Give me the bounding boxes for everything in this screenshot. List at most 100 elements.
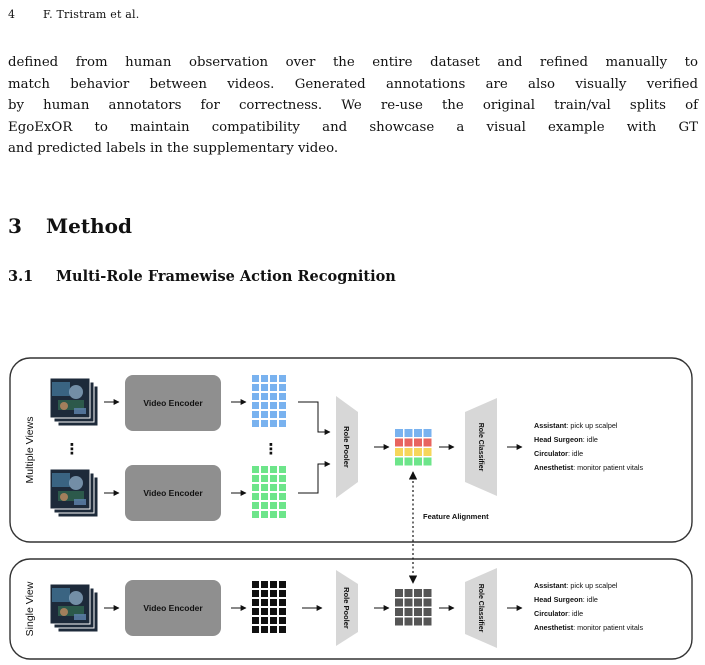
video-encoder-label: Video Encoder [143, 488, 203, 498]
feature-cell [252, 375, 259, 382]
prediction-line: Head Surgeon: idle [534, 435, 598, 444]
feature-cell [261, 617, 268, 624]
section-number: 3 [8, 214, 22, 238]
feature-cell [270, 375, 277, 382]
prediction-line: Anesthetist: monitor patient vitals [534, 623, 643, 632]
feature-cell [270, 411, 277, 418]
feature-cell [261, 375, 268, 382]
role-classifier-multi: Role Classifier [465, 398, 497, 496]
feature-cell [252, 493, 259, 500]
feature-cell [270, 420, 277, 427]
ellipsis-features: ⋮ [264, 441, 279, 458]
pooled-features-multi [395, 429, 432, 466]
prediction-line: Assistant: pick up scalpel [534, 421, 618, 430]
role-pooler-single: Role Pooler [336, 570, 358, 646]
feature-alignment-label: Feature Alignment [423, 512, 489, 521]
section-title: Method [46, 214, 132, 238]
pooled-cell [404, 608, 413, 616]
feature-cell [261, 466, 268, 473]
pooled-cell [414, 448, 422, 456]
pooled-cell [414, 617, 422, 626]
pooled-cell [395, 429, 403, 437]
feature-cell [270, 511, 277, 518]
pooled-cell [423, 598, 432, 607]
feature-cell [252, 617, 259, 624]
pooled-cell [404, 617, 413, 626]
feature-cell [261, 411, 268, 418]
video-frame [49, 468, 91, 510]
feature-cell [252, 402, 259, 409]
pooled-cell [404, 589, 413, 597]
feature-cell [279, 484, 286, 491]
feature-cell [270, 502, 277, 509]
feature-cell [279, 511, 286, 518]
single-view-label: Single View [24, 581, 36, 636]
feature-cell [270, 484, 277, 491]
prediction-line: Circulator: idle [534, 449, 583, 458]
feature-cell [270, 466, 277, 473]
prediction-line: Head Surgeon: idle [534, 595, 598, 604]
feature-cell [279, 402, 286, 409]
paragraph-line: match behavior between videos. Generated… [8, 76, 698, 92]
video-frames-single [49, 583, 99, 633]
video-frames-top [49, 377, 99, 427]
single-view-panel [9, 558, 693, 660]
pooled-cell [404, 448, 413, 456]
feature-cell [261, 402, 268, 409]
video-frames-middle [49, 468, 99, 518]
feature-cell [270, 599, 277, 606]
feature-cell [261, 484, 268, 491]
method-figure: Multiple Views Single View ⋮ ⋮ Video Enc… [9, 357, 693, 660]
role-pooler-label: Role Pooler [342, 587, 351, 629]
role-classifier-label: Role Classifier [477, 584, 484, 633]
role-classifier-single: Role Classifier [465, 568, 497, 648]
pooled-cell [423, 589, 432, 597]
feature-cell [270, 617, 277, 624]
pooled-cell [395, 448, 403, 456]
feature-cell [261, 581, 268, 588]
feature-cell [252, 626, 259, 633]
feature-cell [270, 393, 277, 400]
body-paragraph: defined from human observation over the … [8, 52, 698, 160]
feature-cell [270, 590, 277, 597]
multi-view-label: Multiple Views [24, 417, 36, 484]
role-pooler-multi: Role Pooler [336, 396, 358, 498]
pooled-cell [395, 438, 403, 447]
predictions-multi: Assistant: pick up scalpel Head Surgeon:… [534, 421, 643, 472]
paragraph-line: defined from human observation over the … [8, 55, 698, 70]
pooled-features-single [395, 589, 432, 626]
feature-cell [270, 384, 277, 391]
video-encoder-label: Video Encoder [143, 603, 203, 613]
prediction-line: Circulator: idle [534, 609, 583, 618]
video-encoder-middle: Video Encoder [125, 465, 221, 521]
feature-cell [252, 411, 259, 418]
pooled-cell [404, 429, 413, 437]
pooled-cell [414, 589, 422, 597]
pooled-cell [414, 598, 422, 607]
feature-cell [279, 502, 286, 509]
feature-grid-green [252, 466, 286, 518]
pooled-cell [395, 617, 403, 626]
feature-cell [261, 384, 268, 391]
ellipsis-frames: ⋮ [65, 441, 80, 458]
feature-cell [252, 511, 259, 518]
feature-cell [279, 617, 286, 624]
pooled-cell [414, 429, 422, 437]
connector-bottom [298, 461, 331, 494]
feature-cell [252, 608, 259, 615]
pooled-cell [404, 457, 413, 466]
pooled-cell [404, 598, 413, 607]
paragraph-line: and predicted labels in the supplementar… [8, 141, 339, 156]
pooled-cell [423, 429, 432, 437]
feature-cell [279, 493, 286, 500]
feature-cell [279, 393, 286, 400]
pooled-cell [404, 438, 413, 447]
feature-cell [261, 502, 268, 509]
feature-cell [279, 475, 286, 482]
video-encoder-top: Video Encoder [125, 375, 221, 431]
prediction-line: Assistant: pick up scalpel [534, 581, 618, 590]
paragraph-line: EgoExOR to maintain compatibility and sh… [8, 119, 698, 135]
predictions-single: Assistant: pick up scalpel Head Surgeon:… [534, 581, 643, 632]
